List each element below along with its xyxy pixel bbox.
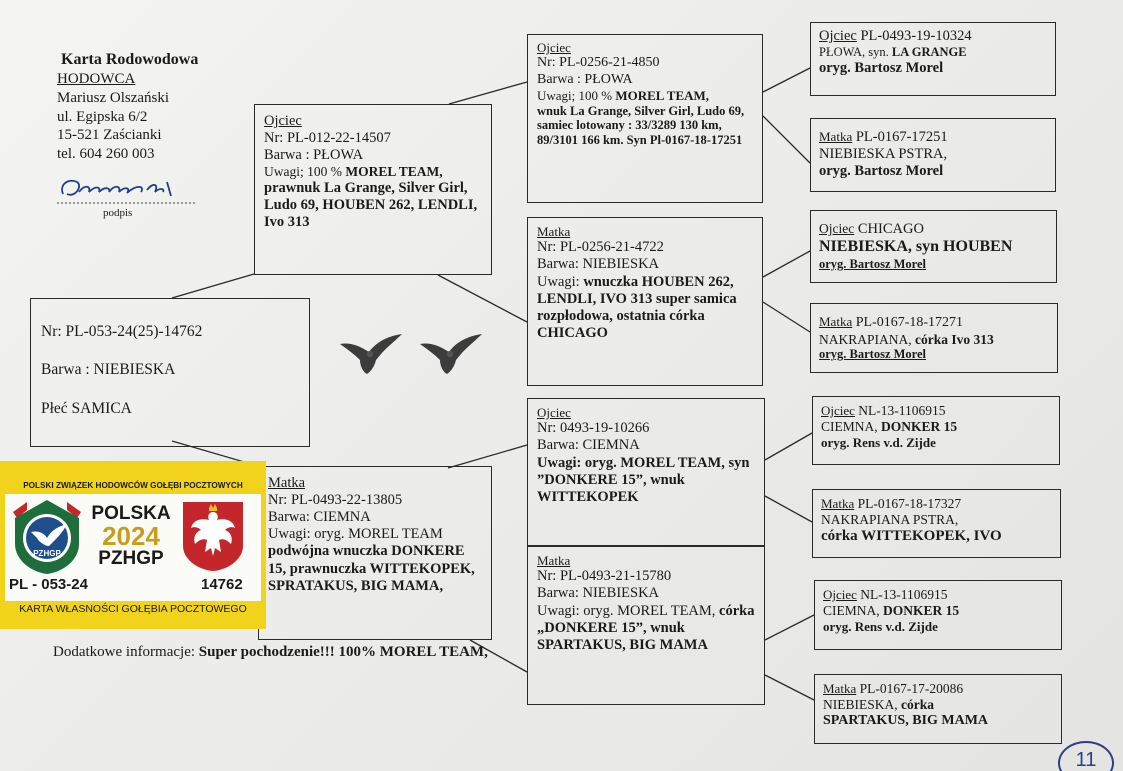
mf-father-ring-number: NL-13-1106915 <box>854 403 946 418</box>
maternal-grandfather-box: Ojciec Nr: 0493-19-10266 Barwa: CIEMNA U… <box>527 398 765 546</box>
mf-mother-color: NAKRAPIANA PSTRA, <box>821 511 959 527</box>
paternal-grandfather-notes: wnuk La Grange, Silver Girl, Ludo 69, sa… <box>537 103 745 148</box>
page-title: Karta Rodowodowa <box>61 51 199 68</box>
paternal-grandmother-box: Matka Nr: PL-0256-21-4722 Barwa: NIEBIES… <box>527 217 763 386</box>
page-number: 11 <box>1058 741 1114 771</box>
mother-notes-bold: podwójna wnuczka DONKERE 15, prawnuczka … <box>268 543 475 594</box>
ff-mother-color: NIEBIESKA PSTRA, <box>819 146 948 163</box>
mf-mother-ring-number: PL-0167-18-17327 <box>854 496 962 511</box>
breeder-street: ul. Egipska 6/2 <box>57 108 148 125</box>
signature <box>57 179 195 204</box>
mm-father-origin: oryg. Rens v.d. Zijde <box>823 618 938 634</box>
maternal-grandfather-color: Barwa: CIEMNA <box>537 437 640 454</box>
ff-father-origin: oryg. Bartosz Morel <box>819 59 944 76</box>
fm-mother-ring-number: PL-0167-18-17271 <box>852 315 964 330</box>
card-ring-code: PL - 053-24 <box>9 576 88 593</box>
breeder-label: HODOWCA <box>57 71 136 87</box>
svg-text:PZHGP: PZHGP <box>33 549 61 558</box>
father-box: Ojciec Nr: PL-012-22-14507 Barwa : PŁOWA… <box>254 104 492 275</box>
fm-father-color: NIEBIESKA, syn HOUBEN <box>819 238 1013 256</box>
additional-info-label: Dodatkowe informacje: <box>53 644 199 660</box>
paternal-grandmother-ring-number: Nr: PL-0256-21-4722 <box>537 239 664 256</box>
fm-father-origin: oryg. Bartosz Morel <box>819 256 927 271</box>
card-header: POLSKI ZWIĄZEK HODOWCÓW GOŁĘBI POCZTOWYC… <box>23 481 243 490</box>
breeder-name: Mariusz Olszański <box>57 89 170 106</box>
ff-mother-ring-number: PL-0167-17251 <box>852 129 948 145</box>
maternal-grandmother-color: Barwa: NIEBIESKA <box>537 585 660 602</box>
pigeon-icon <box>340 334 402 374</box>
mother-notes: Uwagi: oryg. MOREL TEAM <box>268 526 443 543</box>
fm-father-name: CHICAGO <box>854 221 924 237</box>
paternal-grandmother-label: Matka <box>537 224 571 239</box>
bird-sex: Płeć SAMICA <box>41 399 132 417</box>
paternal-grandmother-color: Barwa: NIEBIESKA <box>537 256 660 273</box>
mother-box: Matka Nr: PL-0493-22-13805 Barwa: CIEMNA… <box>258 466 492 640</box>
father-ring-number: Nr: PL-012-22-14507 <box>264 130 391 147</box>
ff-mother-box: Matka PL-0167-17251 NIEBIESKA PSTRA, ory… <box>810 118 1056 192</box>
mm-father-ring-number: NL-13-1106915 <box>856 587 948 602</box>
pigeon-illustrations <box>340 334 482 374</box>
breeder-info: Karta Rodowodowa HODOWCA Mariusz Olszańs… <box>57 50 198 164</box>
ff-father-box: Ojciec PL-0493-19-10324 PŁOWA, syn. LA G… <box>810 22 1056 96</box>
bird-color: Barwa : NIEBIESKA <box>41 361 176 379</box>
father-notes-rest: prawnuk La Grange, Silver Girl, Ludo 69,… <box>264 180 478 231</box>
breeder-city: 15-521 Zaścianki <box>57 127 162 144</box>
mother-color: Barwa: CIEMNA <box>268 509 371 526</box>
paternal-grandmother-notes: wnuczka HOUBEN 262, LENDLI, IVO 313 supe… <box>537 273 737 341</box>
card-ring-number: 14762 <box>201 576 243 593</box>
fm-mother-box: Matka PL-0167-18-17271 NAKRAPIANA, córka… <box>810 303 1058 373</box>
father-label: Ojciec <box>264 113 302 129</box>
ff-father-ring-number: PL-0493-19-10324 <box>856 28 972 44</box>
mf-mother-box: Matka PL-0167-18-17327 NAKRAPIANA PSTRA,… <box>812 489 1061 558</box>
mf-father-origin: oryg. Rens v.d. Zijde <box>821 434 936 450</box>
mm-mother-ring-number: PL-0167-17-20086 <box>856 681 964 696</box>
maternal-grandmother-notes: córka „DONKERE 15”, wnuk SPARTAKUS, BIG … <box>537 602 755 653</box>
father-color: Barwa : PŁOWA <box>264 147 364 164</box>
mm-mother-box: Matka PL-0167-17-20086 NIEBIESKA, córka … <box>814 674 1062 744</box>
signature-label: podpis <box>103 207 133 219</box>
bird-ring-number: Nr: PL-053-24(25)-14762 <box>41 323 203 340</box>
ff-mother-origin: oryg. Bartosz Morel <box>819 163 944 180</box>
maternal-grandfather-notes: Uwagi: oryg. MOREL TEAM, syn ”DONKERE 15… <box>537 454 750 505</box>
maternal-grandfather-ring-number: Nr: 0493-19-10266 <box>537 420 650 437</box>
pzhgp-emblem-icon: PZHGP <box>13 500 81 574</box>
maternal-grandmother-ring-number: Nr: PL-0493-21-15780 <box>537 568 672 585</box>
card-title: POLSKA 2024 PZHGP <box>91 503 171 569</box>
father-notes: Uwagi; 100 % MOREL TEAM, <box>264 164 443 180</box>
ownership-card: POLSKI ZWIĄZEK HODOWCÓW GOŁĘBI POCZTOWYC… <box>0 461 266 629</box>
mm-father-box: Ojciec NL-13-1106915 CIEMNA, DONKER 15 o… <box>814 580 1062 650</box>
paternal-grandfather-box: Ojciec Nr: PL-0256-21-4850 Barwa : PŁOWA… <box>527 34 763 203</box>
card-body: PZHGP POLSKA 2024 PZHGP PL - 053-24 1476… <box>5 494 261 601</box>
additional-info: Dodatkowe informacje: Super pochodzenie!… <box>53 643 523 663</box>
card-footer: KARTA WŁASNOŚCI GOŁĘBIA POCZTOWEGO <box>19 603 247 615</box>
paternal-grandfather-ring-number: Nr: PL-0256-21-4850 <box>537 55 660 71</box>
additional-info-text: Super pochodzenie!!! 100% MOREL TEAM, <box>198 644 488 660</box>
bird-box: Nr: PL-053-24(25)-14762 Barwa : NIEBIESK… <box>30 298 310 447</box>
fm-mother-origin: oryg. Bartosz Morel <box>819 347 927 362</box>
maternal-grandfather-label: Ojciec <box>537 405 571 420</box>
maternal-grandmother-box: Matka Nr: PL-0493-21-15780 Barwa: NIEBIE… <box>527 546 765 705</box>
mf-father-box: Ojciec NL-13-1106915 CIEMNA, DONKER 15 o… <box>812 396 1060 465</box>
mother-label: Matka <box>268 475 306 491</box>
paternal-grandfather-color: Barwa : PŁOWA <box>537 71 633 87</box>
breeder-phone: tel. 604 260 003 <box>57 146 155 162</box>
paternal-grandfather-label: Ojciec <box>537 40 571 55</box>
polish-eagle-icon <box>183 502 243 571</box>
pigeon-icon <box>420 334 482 374</box>
mm-mother-notes: SPARTAKUS, BIG MAMA <box>823 712 989 728</box>
mf-mother-notes: córka WITTEKOPEK, IVO <box>821 527 1002 544</box>
maternal-grandmother-label: Matka <box>537 553 571 568</box>
fm-father-box: Ojciec CHICAGO NIEBIESKA, syn HOUBEN ory… <box>810 210 1057 283</box>
mother-ring-number: Nr: PL-0493-22-13805 <box>268 492 403 509</box>
